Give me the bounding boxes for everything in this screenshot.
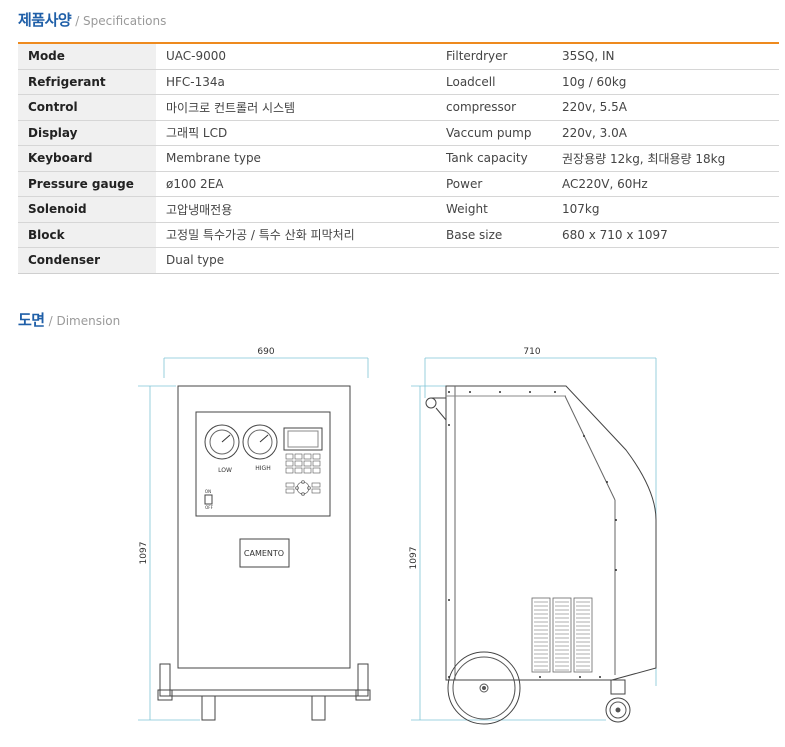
spec-value: 고압냉매전용 [156, 196, 436, 223]
spec-label: Base size [436, 222, 552, 248]
spec-label: compressor [436, 94, 552, 121]
spec-value: 220v, 3.0A [552, 120, 779, 146]
spec-value: 10g / 60kg [552, 69, 779, 95]
specs-subtitle: / Specifications [75, 14, 167, 28]
side-width-label: 710 [523, 347, 540, 357]
spec-label: Mode [18, 43, 156, 70]
spec-label: Block [18, 222, 156, 248]
spec-value: 고정밀 특수가공 / 특수 산화 피막처리 [156, 222, 436, 248]
spec-label: Keyboard [18, 145, 156, 172]
spec-value: ø100 2EA [156, 171, 436, 197]
dimension-heading: 도면/ Dimension [18, 309, 120, 330]
spec-value: Dual type [156, 247, 436, 274]
switch-off-label: OFF [205, 505, 213, 510]
front-view [138, 357, 371, 721]
spec-label: Tank capacity [436, 145, 552, 172]
spec-value: 마이크로 컨트롤러 시스템 [156, 94, 436, 121]
side-view [411, 357, 657, 725]
spec-value: 107kg [552, 196, 779, 223]
gauge-low-label: LOW [218, 467, 232, 474]
front-width-label: 690 [257, 347, 274, 357]
spec-label: Control [18, 94, 156, 121]
gauge-high-label: HIGH [255, 465, 270, 472]
side-height-label: 1097 [409, 547, 419, 570]
spec-value [552, 247, 779, 274]
spec-value: 220v, 5.5A [552, 94, 779, 121]
switch-on-label: ON [205, 489, 211, 494]
spec-label: Display [18, 120, 156, 146]
spec-value: 680 x 710 x 1097 [552, 222, 779, 248]
spec-label [436, 247, 552, 274]
spec-label: Power [436, 171, 552, 197]
spec-value: 권장용량 12kg, 최대용량 18kg [552, 145, 779, 172]
spec-label: Pressure gauge [18, 171, 156, 197]
spec-label: Weight [436, 196, 552, 223]
spec-value: 그래픽 LCD [156, 120, 436, 146]
brand-plate-text: CAMENTO [244, 549, 284, 558]
spec-label: Vaccum pump [436, 120, 552, 146]
spec-value: AC220V, 60Hz [552, 171, 779, 197]
dimension-subtitle: / Dimension [48, 314, 121, 328]
dimension-title: 도면 [18, 311, 45, 329]
front-height-label: 1097 [139, 542, 149, 565]
specs-title: 제품사양 [18, 11, 72, 29]
spec-value: UAC-9000 [156, 43, 436, 70]
spec-label: Filterdryer [436, 43, 552, 70]
specs-heading: 제품사양/ Specifications [18, 9, 166, 30]
spec-value: 35SQ, IN [552, 43, 779, 70]
spec-value: Membrane type [156, 145, 436, 172]
spec-label: Condenser [18, 247, 156, 274]
spec-label: Refrigerant [18, 69, 156, 95]
spec-value: HFC-134a [156, 69, 436, 95]
spec-label: Solenoid [18, 196, 156, 223]
spec-label: Loadcell [436, 69, 552, 95]
